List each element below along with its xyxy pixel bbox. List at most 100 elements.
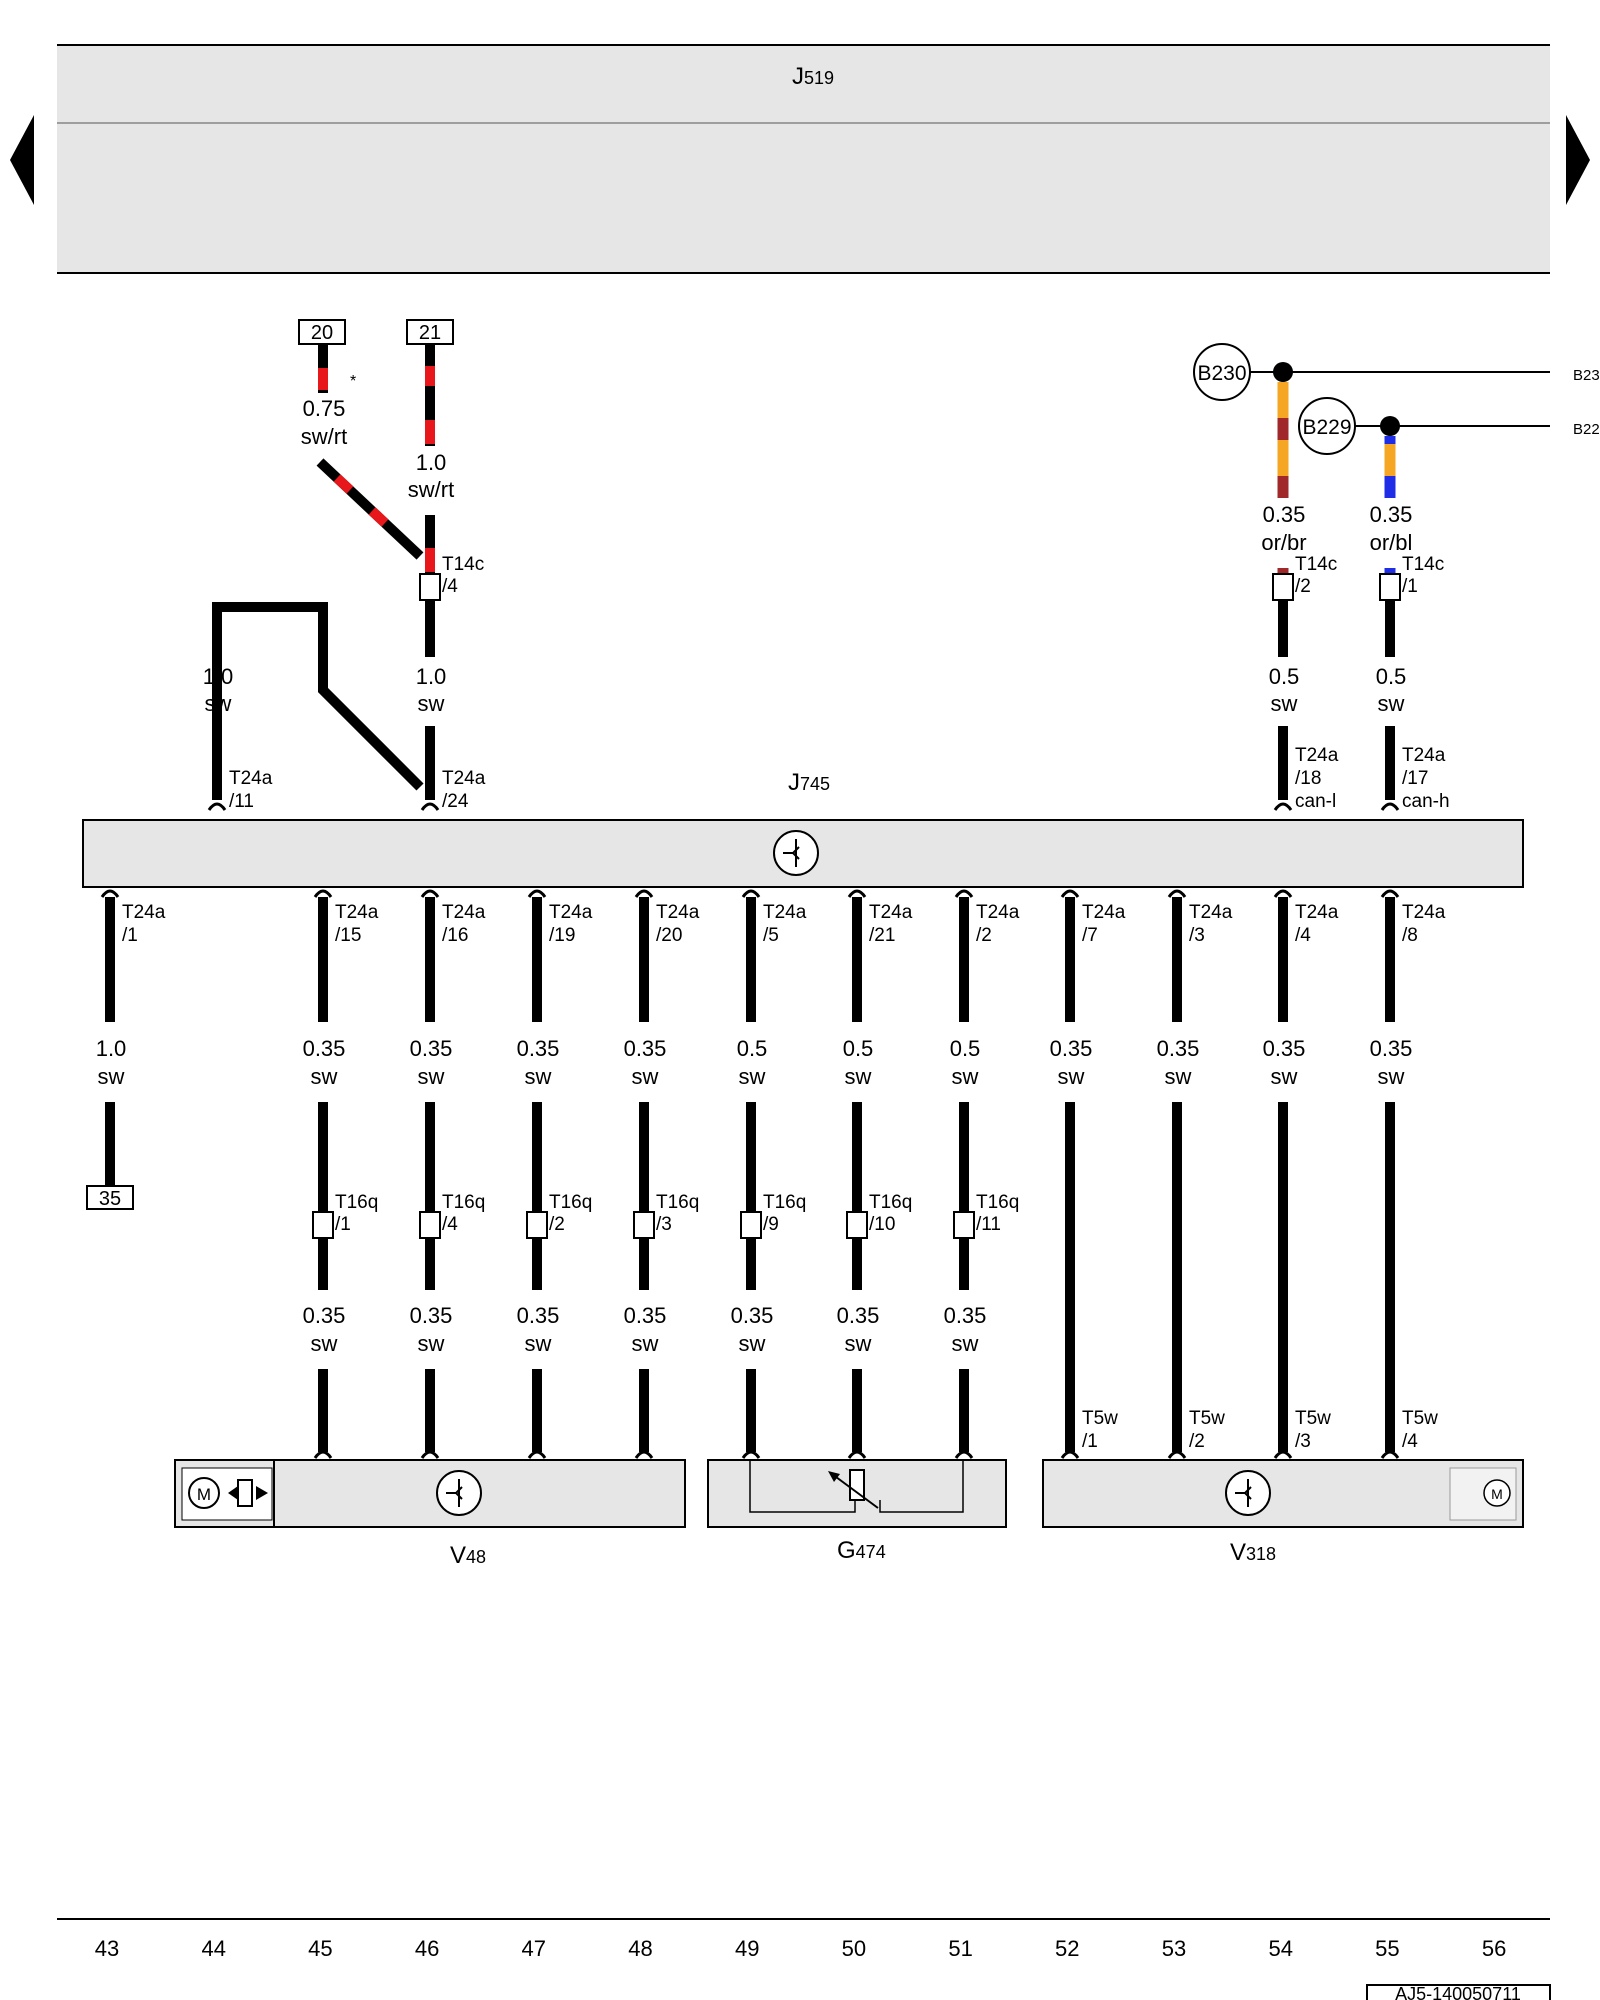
bottom-pin-conn: T24a — [656, 902, 700, 923]
pin-socket-icon — [420, 1450, 440, 1459]
t14c-1-conn: T14c — [1402, 554, 1444, 575]
wire-color: sw — [952, 1064, 979, 1089]
t5w-connector-pin: /2 — [1189, 1431, 1205, 1452]
bottom-pin-conn: T24a — [1082, 902, 1126, 923]
v318-label: V318 — [1230, 1539, 1276, 1566]
pin-socket-icon — [527, 1450, 547, 1459]
prev-page-arrow-icon[interactable] — [10, 115, 34, 205]
mid-connector-name: T16q — [549, 1192, 592, 1213]
column-number: 43 — [95, 1936, 119, 1961]
bottom-pin-number: /2 — [976, 925, 992, 946]
b230-label: B230 — [1197, 362, 1246, 385]
wire-color: sw — [311, 1064, 338, 1089]
column-number: 54 — [1268, 1936, 1292, 1961]
t14c-4-conn: T14c — [442, 554, 484, 575]
pin-socket-icon — [1167, 889, 1187, 898]
t5w-connector-name: T5w — [1189, 1408, 1225, 1429]
top-pin24-pin: /24 — [442, 791, 469, 812]
inline-connector-icon — [419, 1211, 441, 1239]
pin-socket-icon — [634, 1450, 654, 1459]
bottom-pin-number: /20 — [656, 925, 682, 946]
wire-gauge: 0.35 — [517, 1303, 560, 1328]
pin-socket-icon — [847, 1450, 867, 1459]
component-v48: M V48 — [174, 1459, 686, 1569]
v48-label: V48 — [450, 1542, 486, 1569]
t5w-connector-name: T5w — [1402, 1408, 1438, 1429]
top-pin24-conn: T24a — [442, 768, 486, 789]
inline-connector-icon — [953, 1211, 975, 1239]
mid-connector-pin: /4 — [442, 1214, 458, 1235]
motor-icon — [188, 1477, 220, 1509]
g474-label: G474 — [837, 1537, 886, 1564]
pin17-gauge: 0.5 — [1376, 664, 1407, 689]
bottom-pin-conn: T24a — [976, 902, 1020, 923]
wire-color: sw — [739, 1064, 766, 1089]
wire-gauge: 0.35 — [410, 1303, 453, 1328]
pin17-color: sw — [1378, 691, 1405, 716]
mid-connector-name: T16q — [442, 1192, 485, 1213]
pin-socket-icon — [313, 1450, 333, 1459]
pin18-color: sw — [1271, 691, 1298, 716]
bottom-pin-conn: T24a — [1189, 902, 1233, 923]
top-pin18-conn: T24a — [1295, 745, 1339, 766]
t5w-connector-name: T5w — [1295, 1408, 1331, 1429]
wire-color: sw — [845, 1331, 872, 1356]
fuse-20-label: 20 — [311, 322, 333, 344]
pin24-color: sw — [418, 691, 445, 716]
inline-connector-icon — [633, 1211, 655, 1239]
bus-b229: B229 B22 — [1298, 397, 1600, 455]
pin-socket-icon — [954, 889, 974, 898]
can-h-gauge: 0.35 — [1370, 502, 1413, 527]
pin-socket-icon — [1380, 889, 1400, 898]
wire-gauge: 0.5 — [950, 1036, 981, 1061]
motor-icon — [1483, 1479, 1511, 1507]
fuse-20-note: * — [350, 373, 356, 390]
v318-motor-label: M — [1491, 1486, 1503, 1502]
column-number: 51 — [948, 1936, 972, 1961]
mid-connector-pin: /10 — [869, 1214, 895, 1235]
top-pin17-conn: T24a — [1402, 745, 1446, 766]
can-low-wire: 0.35 or/br T14c /2 0.5 sw — [1261, 382, 1337, 800]
wire-gauge: 1.0 — [96, 1036, 127, 1061]
bottom-pin-conn: T24a — [1402, 902, 1446, 923]
b230-edge-label: B23 — [1573, 367, 1600, 384]
pin-socket-icon — [313, 889, 333, 898]
wire-gauge: 0.35 — [1370, 1036, 1413, 1061]
mid-connector-pin: /3 — [656, 1214, 672, 1235]
pin-socket-icon — [1273, 889, 1293, 898]
pin-socket-icon — [527, 889, 547, 898]
wire-gauge: 0.35 — [1157, 1036, 1200, 1061]
t5w-connector-name: T5w — [1082, 1408, 1118, 1429]
sensor-icon — [849, 1469, 865, 1501]
wire-color: sw — [1165, 1064, 1192, 1089]
b229-label: B229 — [1302, 416, 1351, 439]
t5w-connector-pin: /1 — [1082, 1431, 1098, 1452]
column-number: 47 — [522, 1936, 546, 1961]
module-j745: J745 — [82, 769, 1524, 888]
pin-socket-icon — [1380, 1450, 1400, 1459]
bottom-pin-number: /19 — [549, 925, 575, 946]
column-number: 56 — [1482, 1936, 1506, 1961]
top-pin11-conn: T24a — [229, 768, 273, 789]
can-l-color: or/br — [1261, 530, 1306, 555]
bottom-pin-conn: T24a — [549, 902, 593, 923]
column-number: 50 — [842, 1936, 866, 1961]
wire-color: sw — [98, 1064, 125, 1089]
can-l-gauge: 0.35 — [1263, 502, 1306, 527]
next-page-arrow-icon[interactable] — [1566, 115, 1590, 205]
fuse-21-color: sw/rt — [408, 477, 454, 502]
wire-color: sw — [1378, 1064, 1405, 1089]
t14c-2-pin: /2 — [1295, 576, 1311, 597]
component-g474: G474 — [707, 1459, 1007, 1564]
wire-gauge: 0.35 — [837, 1303, 880, 1328]
pin24-gauge: 1.0 — [416, 664, 447, 689]
bottom-pin-conn: T24a — [122, 902, 166, 923]
column-number: 53 — [1162, 1936, 1186, 1961]
document-id-label: AJ5-140050711 — [1395, 1984, 1521, 2000]
mid-connector-pin: /9 — [763, 1214, 779, 1235]
column-number: 44 — [201, 1936, 225, 1961]
top-pin17-sig: can-h — [1402, 791, 1450, 812]
pin-socket-icon — [847, 889, 867, 898]
wire-gauge: 0.35 — [624, 1303, 667, 1328]
